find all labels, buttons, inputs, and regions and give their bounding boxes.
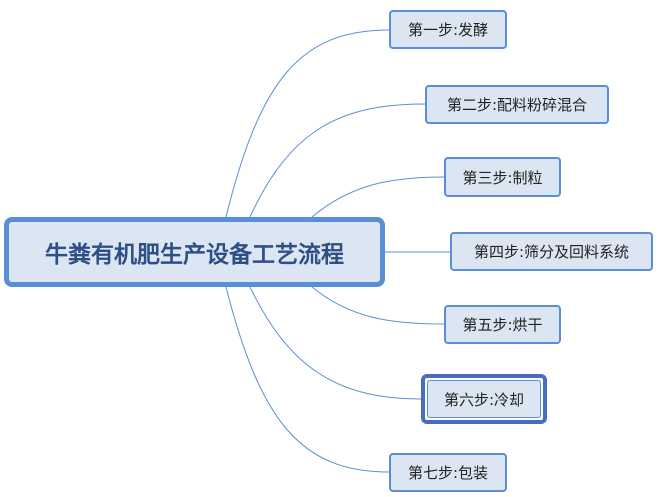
step-label: 第三步:制粒 [462,168,543,187]
link-step-1 [225,29,390,218]
link-step-2 [249,103,426,218]
step-node-5[interactable]: 第五步:烘干 [444,305,561,344]
step-label: 第五步:烘干 [462,316,543,334]
step-label: 第七步:包装 [407,464,489,482]
step-label: 第六步:冷却 [443,390,525,409]
step-node-7[interactable]: 第七步:包装 [389,453,507,492]
root-node[interactable]: 牛粪有机肥生产设备工艺流程 [4,217,385,287]
step-label: 第四步:筛分及回料系统 [473,243,630,261]
step-label: 第一步:发酵 [407,21,489,39]
step-node-4[interactable]: 第四步:筛分及回料系统 [450,232,653,271]
step-node-2[interactable]: 第二步:配料粉碎混合 [425,85,609,124]
link-step-6 [249,286,422,400]
step-node-3[interactable]: 第三步:制粒 [444,157,561,197]
link-step-5 [311,286,445,325]
link-step-3 [311,176,445,218]
step-node-6-selected[interactable]: 第六步:冷却 [421,374,547,424]
link-step-7 [225,286,390,473]
root-label: 牛粪有机肥生产设备工艺流程 [45,242,344,268]
step-label: 第二步:配料粉碎混合 [446,96,588,114]
step-node-1[interactable]: 第一步:发酵 [389,10,507,49]
step-node-6-inner: 第六步:冷却 [427,380,541,418]
